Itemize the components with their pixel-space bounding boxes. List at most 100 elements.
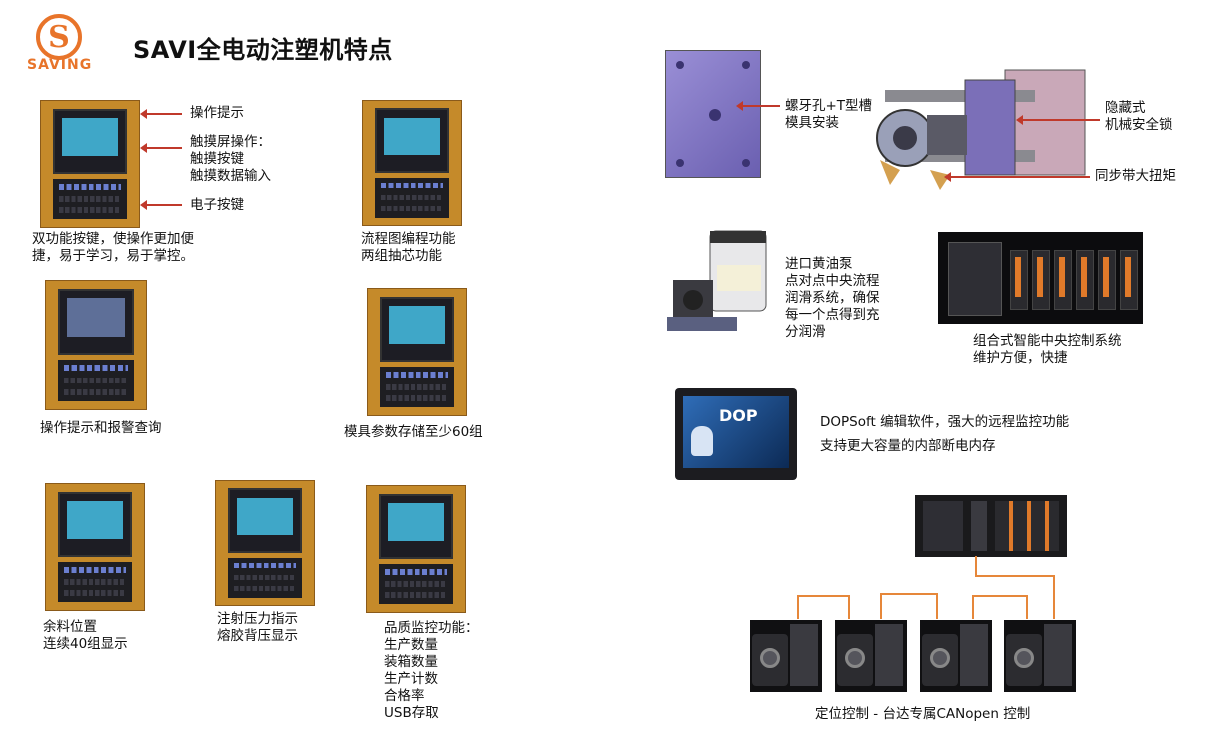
servo-drive-image [1004, 620, 1076, 692]
keypad-row [63, 566, 127, 573]
clamp-unit-image [855, 60, 1095, 195]
plc-module [1032, 250, 1050, 310]
logo-text: SAVING [27, 57, 93, 73]
bolt-hole [676, 159, 684, 167]
can-wire [797, 595, 849, 597]
servo-drive-image [920, 620, 992, 692]
belt-caption: 同步带大扭矩 [1095, 168, 1176, 184]
plc-module [1098, 250, 1116, 310]
keypad-row [384, 568, 448, 575]
caption-main-line1: 双功能按键，使操作更加便 [32, 231, 194, 247]
keypad-row [233, 585, 297, 592]
servo-driver [790, 624, 818, 686]
hmi-photo-remaining [45, 483, 145, 611]
hmi-screen [52, 108, 128, 175]
bolt-hole [742, 61, 750, 69]
hmi-photo-pressure [215, 480, 315, 606]
hmi-keypad [57, 562, 133, 603]
hmi-screen [374, 108, 450, 173]
keypad-row [384, 592, 448, 598]
hmi-screen [378, 493, 454, 560]
hmi-keypad [379, 367, 455, 408]
servo-driver [875, 624, 903, 686]
keypad-row [64, 365, 128, 371]
plc-module [1076, 250, 1094, 310]
hmi-display [236, 497, 294, 536]
callout-arrow [140, 109, 182, 119]
plc-caption-line2: 维护方便，快捷 [973, 350, 1068, 366]
caption-remaining-line1: 余料位置 [43, 619, 97, 635]
callout-arrow [140, 143, 182, 153]
plc-cpu [948, 242, 1002, 316]
hmi-keypad [58, 360, 134, 402]
keypad-row [63, 590, 127, 596]
keypad-row [384, 581, 448, 587]
can-wire [972, 595, 974, 619]
hmi-keypad [227, 557, 303, 598]
can-wire [848, 595, 850, 619]
mold-plate-image [665, 50, 761, 178]
pump-caption-line: 润滑系统，确保 [785, 290, 880, 306]
keypad-row [233, 562, 297, 569]
controller-cpu [923, 501, 963, 551]
caption-main-line2: 捷，易于学习，易于掌控。 [32, 248, 194, 264]
callout-touch-title: 触摸屏操作： [190, 134, 271, 150]
callout-touch-line2: 触摸数据输入 [190, 168, 271, 184]
caption-quality-item: 生产数量 [384, 637, 438, 653]
lock-caption-line2: 机械安全锁 [1105, 117, 1173, 133]
pump-caption-line: 进口黄油泵 [785, 256, 853, 272]
keypad-row [63, 579, 127, 585]
servo-driver [960, 624, 988, 686]
keypad-row [64, 389, 128, 395]
plc-caption-line1: 组合式智能中央控制系统 [973, 333, 1122, 349]
hmi-display [67, 298, 125, 337]
page-title: SAVI全电动注塑机特点 [133, 36, 393, 64]
callout-arrow [736, 101, 780, 111]
keypad-row [64, 377, 128, 384]
plc-module [1120, 250, 1138, 310]
keypad-row [380, 182, 444, 189]
motion-controller-image [915, 495, 1067, 557]
callout-prompt: 操作提示 [190, 105, 244, 121]
servo-drive-image [835, 620, 907, 692]
pump-caption-line: 每一个点得到充 [785, 307, 880, 323]
controller-modules [995, 501, 1059, 551]
dop-screen: DOP [683, 396, 789, 468]
keypad-row [385, 395, 449, 401]
hmi-screen [58, 288, 134, 356]
hmi-keypad [378, 564, 454, 605]
keypad-row [58, 183, 122, 190]
callout-arrow [944, 172, 1090, 182]
logo-ring [36, 14, 82, 60]
dop-panel-image: DOP [675, 388, 797, 480]
plc-module [1010, 250, 1028, 310]
keypad-row [380, 194, 444, 201]
plc-image [938, 232, 1143, 324]
mold-caption-line2: 模具安装 [785, 115, 839, 131]
mold-caption-line1: 螺牙孔+T型槽 [785, 98, 873, 114]
callout-keys: 电子按键 [190, 197, 244, 213]
hmi-keypad [374, 177, 450, 218]
logo-icon: S [48, 19, 70, 55]
caption-remaining-line2: 连续40组显示 [43, 636, 128, 652]
servo-driver [1044, 624, 1072, 686]
keypad-row [233, 574, 297, 581]
hmi-keypad [52, 179, 128, 220]
can-wire [797, 595, 799, 619]
hmi-screen [57, 491, 133, 558]
servo-caption: 定位控制 - 台达专属CANopen 控制 [815, 706, 1031, 722]
pump-caption-line: 分润滑 [785, 324, 826, 340]
plc-module [1054, 250, 1072, 310]
caption-quality-title: 品质监控功能： [384, 620, 479, 636]
hmi-photo-alarm [45, 280, 147, 410]
hmi-screen [379, 296, 455, 363]
bolt-hole [676, 61, 684, 69]
callout-touch-line1: 触摸按键 [190, 151, 244, 167]
hand-icon [691, 426, 713, 456]
can-wire [936, 593, 938, 619]
callout-arrow [140, 200, 182, 210]
keypad-row [58, 196, 122, 202]
hmi-display [387, 502, 445, 542]
servo-drive-image [750, 620, 822, 692]
grease-pump-image [665, 225, 773, 345]
